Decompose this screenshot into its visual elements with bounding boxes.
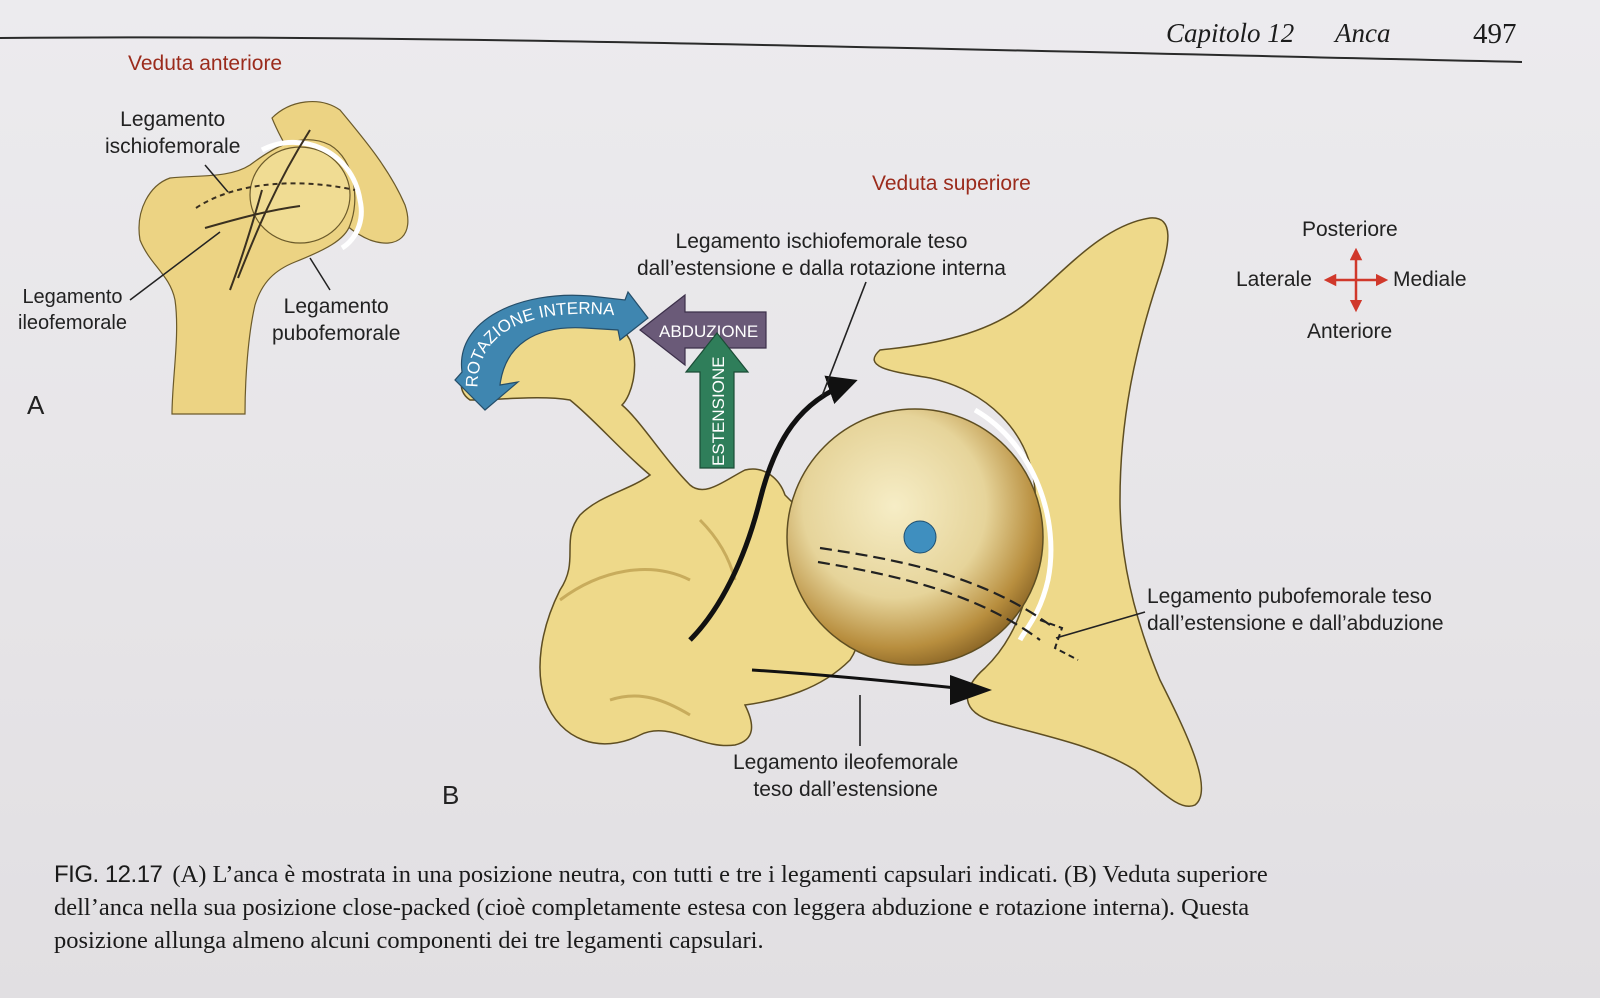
label-line: Legamento ischiofemorale teso	[675, 230, 968, 253]
figure-caption: FIG. 12.17 (A) L’anca è mostrata in una p…	[54, 858, 1454, 957]
caption-line: dell’anca nella sua posizione close-pack…	[54, 894, 1250, 921]
chapter-label: Capitolo 12	[1166, 18, 1295, 48]
panel-a-ischio-label: Legamento ischiofemorale	[105, 106, 240, 160]
chapter-header: Capitolo 12 Anca	[1166, 18, 1391, 49]
ischio-leader-a	[204, 164, 229, 193]
page-number: 497	[1473, 18, 1517, 50]
panel-b-ischio-label: Legamento ischiofemorale teso dall’esten…	[637, 228, 1006, 282]
ileo-leader-a	[129, 231, 221, 301]
panel-a-letter: A	[27, 390, 45, 420]
panel-a-ileo-label: Legamento ileofemorale	[18, 284, 127, 336]
ischio-ligament-b	[688, 375, 858, 642]
pubo-leader-a	[309, 257, 331, 291]
orientation-compass	[1323, 247, 1389, 313]
panel-b-pubo-label: Legamento pubofemorale teso dall’estensi…	[1147, 583, 1444, 637]
label-line: teso dall’estensione	[753, 778, 938, 801]
label-line: Legamento	[22, 286, 123, 308]
header-rule	[0, 36, 1523, 63]
caption-text: (A) L’anca è mostrata in una posizione n…	[172, 861, 1268, 888]
femur-superior	[460, 309, 862, 747]
extension-arrow-label: ESTENSIONE	[709, 356, 728, 466]
section-label: Anca	[1335, 18, 1391, 48]
femur-anterior-drawing	[129, 101, 409, 415]
caption-line: FIG. 12.17 (A) L’anca è mostrata in una p…	[54, 858, 1454, 891]
pubo-leader-b	[1055, 611, 1146, 639]
acetabular-rim-a	[260, 139, 364, 251]
label-line: Legamento pubofemorale teso	[1147, 585, 1432, 608]
label-line: Legamento	[120, 108, 226, 131]
ileo-ligament-a	[204, 129, 311, 291]
ischio-ligament-a	[195, 182, 356, 209]
label-line: ileofemorale	[18, 312, 127, 334]
compass-bottom-label: Anteriore	[1307, 320, 1393, 343]
extension-arrow	[684, 332, 750, 469]
caption-line: posizione allunga almeno alcuni componen…	[54, 927, 764, 954]
acetabular-rim-b	[973, 407, 1054, 642]
label-line: dall’estensione e dall’abduzione	[1147, 612, 1444, 635]
ileo-ligament-b	[751, 668, 976, 692]
panel-b-view-title: Veduta superiore	[872, 172, 1031, 195]
compass-top-label: Posteriore	[1302, 218, 1398, 241]
panel-b-ileo-label: Legamento ileofemorale teso dall’estensi…	[733, 749, 958, 803]
label-line: dall’estensione e dalla rotazione intern…	[637, 257, 1006, 280]
label-line: Legamento ileofemorale	[733, 751, 959, 774]
compass-right-label: Mediale	[1393, 268, 1467, 291]
ischio-leader-b	[821, 281, 867, 397]
femoral-head-a	[249, 146, 351, 244]
label-line: ischiofemorale	[105, 135, 241, 158]
label-line: Legamento	[283, 295, 389, 318]
panel-a-view-title: Veduta anteriore	[128, 52, 283, 75]
abduction-arrow-label: ABDUZIONE	[659, 322, 758, 341]
panel-b-letter: B	[442, 780, 460, 810]
abduction-arrow	[639, 293, 767, 367]
ileo-arrowhead	[950, 675, 992, 705]
hip-superior-drawing: ROTAZIONE INTERNA ABDUZIONE ESTENSIONE	[454, 217, 1203, 808]
rotation-arrow	[454, 290, 649, 411]
figure-number: FIG. 12.17	[54, 861, 163, 888]
label-line: pubofemorale	[272, 322, 401, 345]
fovea-dot	[903, 520, 937, 554]
pubo-ligament-b2	[817, 560, 1041, 641]
compass-left-label: Laterale	[1236, 268, 1312, 291]
panel-a-pubo-label: Legamento pubofemorale	[272, 293, 400, 347]
